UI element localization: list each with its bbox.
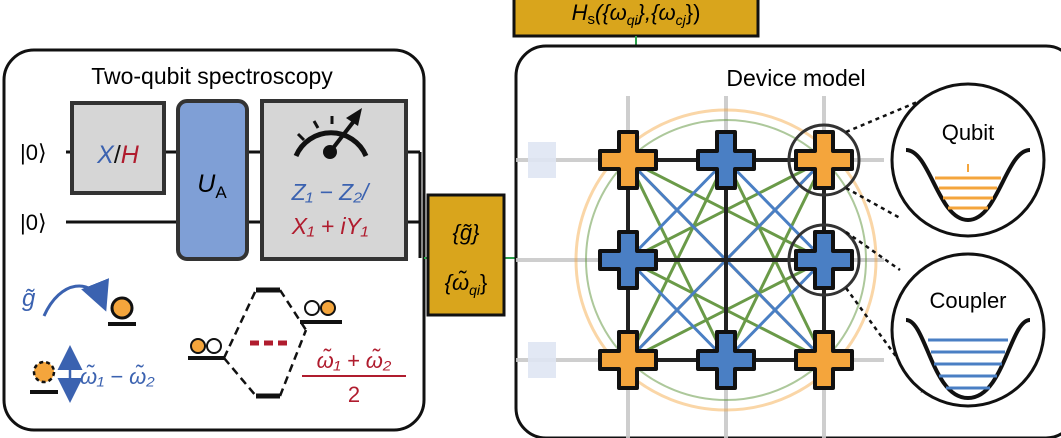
qubit-zoom: Qubit	[890, 82, 1046, 238]
coupling-set: {g̃}	[453, 220, 481, 245]
hop-arrow	[42, 278, 109, 317]
qubit-node	[598, 330, 658, 390]
coupler-node	[794, 230, 854, 290]
coupler-highlight	[787, 223, 861, 297]
coupler-node	[696, 330, 756, 390]
device-model-title: Device model	[726, 65, 865, 91]
measurement-gate	[260, 99, 408, 261]
excited-particle	[110, 296, 134, 320]
hamiltonian-box: Hs({ωqi},{ωcj})	[512, 0, 760, 38]
average-numerator: ω̃₁ + ω̃₂	[317, 348, 392, 373]
xh-gate	[70, 101, 166, 195]
empty-site	[32, 360, 56, 384]
coupler-zoom: Coupler	[890, 252, 1046, 408]
parameter-box: {g̃} {ω̃qi}	[426, 193, 506, 317]
measurement-x: X₁ + iY₁	[291, 213, 369, 239]
svg-text:{ω̃qi}: {ω̃qi}	[445, 270, 488, 298]
qubit-label: Qubit	[942, 120, 995, 145]
measurement-z: Z₁ − Z₂/	[291, 179, 371, 205]
ket-0-bottom: |0⟩	[20, 210, 47, 235]
spectroscopy-title: Two-qubit spectroscopy	[91, 63, 333, 89]
qubit-node	[794, 130, 854, 190]
ua-gate	[176, 99, 249, 261]
svg-text:Hs({ωqi},{ωcj}): Hs({ωqi},{ωcj})	[572, 0, 701, 28]
detuning-label: ω̃₁ − ω̃₂	[80, 364, 155, 389]
qubit-node	[598, 130, 658, 190]
coupler-node	[598, 230, 658, 290]
hamiltonian-h: H	[572, 0, 588, 25]
average-denominator: 2	[348, 382, 360, 407]
device-model-panel: Device model	[514, 44, 1061, 438]
svg-text:UA: UA	[197, 170, 227, 202]
g-tilde-label: g̃	[22, 285, 36, 312]
spectroscopy-panel: Two-qubit spectroscopy |0⟩ |0⟩ X/H UA Z₁…	[2, 48, 426, 432]
frequency-set: {ω̃	[445, 270, 469, 295]
qubit-node	[794, 330, 854, 390]
energy-splitting-diagram	[188, 287, 342, 399]
ket-0-top: |0⟩	[20, 140, 47, 165]
meter-icon	[293, 108, 369, 159]
coupler-label: Coupler	[929, 288, 1006, 313]
qubit-highlight	[787, 123, 861, 197]
svg-text:X/H: X/H	[96, 141, 140, 169]
coupler-node	[696, 130, 756, 190]
